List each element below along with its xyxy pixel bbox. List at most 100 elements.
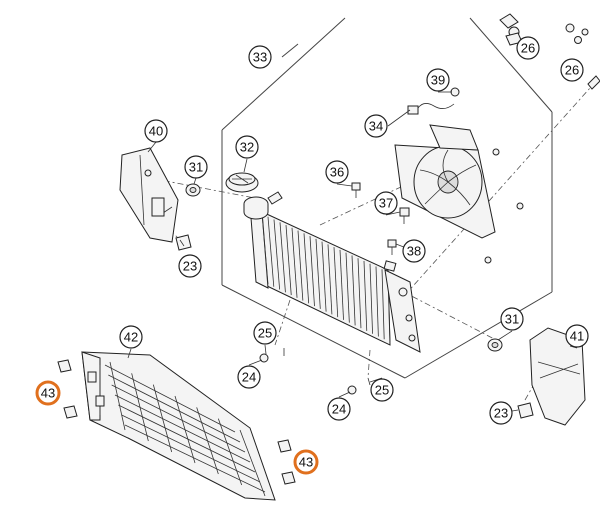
callout-number: 23 (494, 406, 508, 421)
callout-circle (119, 325, 143, 349)
callout-circle (253, 321, 277, 345)
callout-32: 32 (235, 135, 259, 159)
radiator-fin (309, 236, 315, 307)
guard-slat (196, 407, 219, 475)
top-right-fasteners (499, 13, 600, 90)
leader-lines (127, 91, 578, 414)
radiator-fin (345, 252, 350, 323)
callout-circle (370, 378, 394, 402)
guard-slat (152, 384, 173, 453)
callout-circle (500, 307, 524, 331)
callout-31: 31 (500, 307, 524, 331)
callout-number: 26 (521, 41, 535, 56)
callout-23: 23 (178, 254, 202, 278)
guard-slat (108, 374, 241, 443)
radiator-fin (333, 247, 339, 318)
radiator-cap (225, 172, 259, 193)
radiator-guard (81, 351, 276, 501)
callout-31: 31 (184, 155, 208, 179)
radiator-fin (261, 213, 269, 285)
callout-23: 23 (489, 401, 513, 425)
callout-number: 32 (240, 140, 254, 155)
callout-number: 43 (299, 455, 313, 470)
radiator-fin (297, 230, 304, 301)
callout-circle (325, 160, 349, 184)
callout-number: 24 (332, 402, 346, 417)
callout-number: 43 (41, 386, 55, 401)
lower-fasteners (259, 348, 371, 395)
left-bracket (119, 147, 179, 243)
callout-circle (327, 397, 351, 421)
radiator-fin (315, 238, 321, 309)
grommet-left (185, 183, 201, 197)
guard-slat (118, 404, 256, 473)
grommet-right (487, 338, 503, 352)
callout-number: 37 (379, 196, 393, 211)
callout-circle (248, 45, 272, 69)
clip-right (517, 402, 534, 419)
radiator-fin (363, 260, 368, 331)
callout-43-highlighted: 43 (35, 380, 61, 406)
callout-25: 25 (370, 378, 394, 402)
radiator-fin (357, 258, 362, 329)
guard-slat (217, 418, 243, 486)
callout-24: 24 (237, 365, 261, 389)
right-bracket (529, 327, 586, 426)
callout-number: 34 (369, 119, 383, 134)
callout-circle (144, 119, 168, 143)
cooling-fan (394, 87, 524, 264)
radiator-fin (303, 233, 310, 304)
callout-25: 25 (253, 321, 277, 345)
callout-circle (565, 324, 589, 348)
radiator-fin (279, 222, 286, 293)
callout-40: 40 (144, 119, 168, 143)
callout-24: 24 (327, 397, 351, 421)
callout-26: 26 (560, 58, 584, 82)
radiator-fin (351, 255, 356, 326)
callout-circle (293, 449, 319, 475)
callout-33: 33 (248, 45, 272, 69)
guard-clips (57, 359, 296, 485)
callout-number: 31 (189, 160, 203, 175)
guard-slat (114, 394, 251, 463)
callout-37: 37 (374, 191, 398, 215)
callout-43-highlighted: 43 (293, 449, 319, 475)
guard-slat (111, 384, 246, 453)
radiator-fin (273, 219, 281, 290)
guard-slat (124, 424, 266, 493)
radiator-fin (285, 225, 292, 296)
callout-circle (178, 254, 202, 278)
callout-26: 26 (516, 36, 540, 60)
callout-number: 25 (258, 326, 272, 341)
callout-number: 42 (124, 330, 138, 345)
callout-41: 41 (565, 324, 589, 348)
callout-number: 24 (242, 370, 256, 385)
assembly-frame (221, 17, 553, 379)
callout-42: 42 (119, 325, 143, 349)
radiator-core (249, 204, 421, 353)
callout-number: 40 (149, 124, 163, 139)
callout-number: 39 (431, 73, 445, 88)
callout-number: 38 (407, 244, 421, 259)
callout-circle (489, 401, 513, 425)
guard-slat (109, 361, 126, 431)
callout-number: 36 (330, 165, 344, 180)
radiator-fin (339, 249, 344, 320)
callout-circle (184, 155, 208, 179)
callout-circle (560, 58, 584, 82)
radiator-fin (369, 263, 373, 334)
callout-circle (35, 380, 61, 406)
radiator-fin (321, 241, 327, 312)
callout-39: 39 (426, 68, 450, 92)
callout-circle (374, 191, 398, 215)
callout-36: 36 (325, 160, 349, 184)
callout-circle (402, 239, 426, 263)
radiator-fin (327, 244, 333, 315)
radiator-fin (375, 266, 379, 337)
callout-circle (235, 135, 259, 159)
callout-circle (426, 68, 450, 92)
callout-number: 31 (505, 312, 519, 327)
guard-slat (174, 395, 196, 464)
